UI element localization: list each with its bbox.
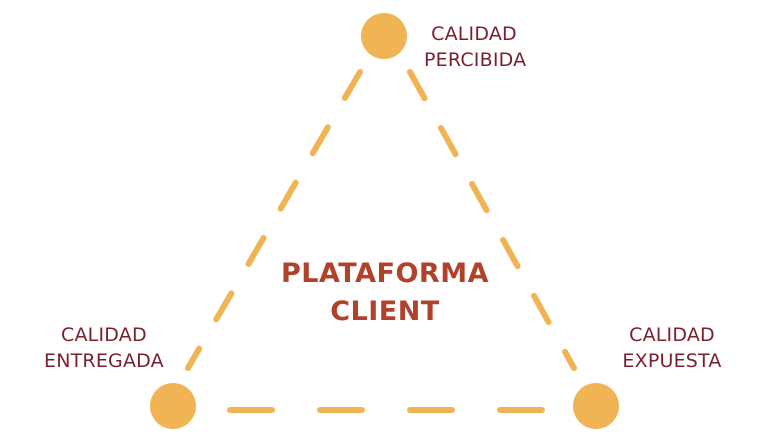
center-title: PLATAFORMA CLIENT <box>250 255 520 331</box>
label-right-line1: CALIDAD <box>629 324 715 346</box>
node-right <box>573 383 619 429</box>
node-left <box>150 383 196 429</box>
center-title-line2: CLIENT <box>330 296 440 327</box>
node-top <box>361 13 407 59</box>
label-left-line1: CALIDAD <box>61 324 147 346</box>
label-calidad-entregada: CALIDAD ENTREGADA <box>44 322 164 374</box>
center-title-line1: PLATAFORMA <box>281 258 489 289</box>
edge-top-to-right <box>407 69 577 371</box>
label-calidad-expuesta: CALIDAD EXPUESTA <box>612 322 732 374</box>
triangle-nodes <box>150 13 619 429</box>
label-calidad-percibida: CALIDAD PERCIBIDA <box>424 21 527 73</box>
label-left-line2: ENTREGADA <box>44 350 164 372</box>
label-right-line2: EXPUESTA <box>622 350 722 372</box>
triangle-edges <box>185 69 577 413</box>
label-top-line2: PERCIBIDA <box>424 49 527 71</box>
label-top-line1: CALIDAD <box>431 23 517 45</box>
edge-top-to-left <box>185 69 363 371</box>
